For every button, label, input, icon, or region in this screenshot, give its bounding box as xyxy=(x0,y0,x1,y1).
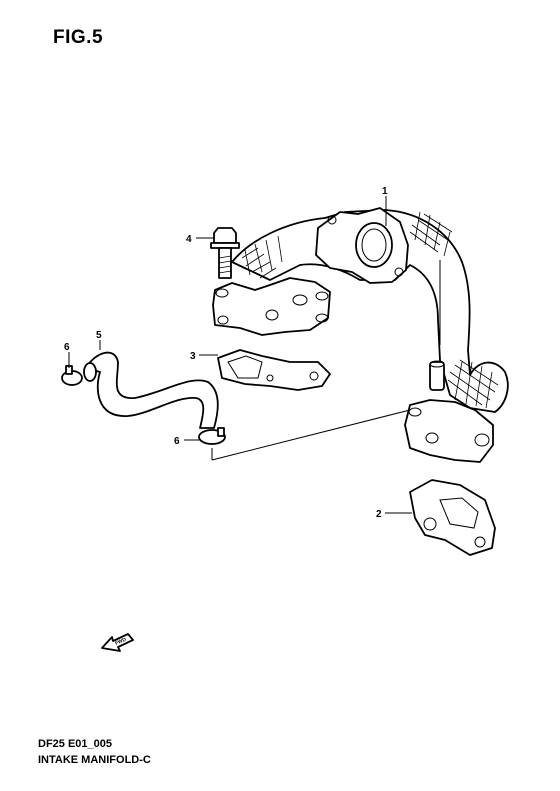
diagram-name: INTAKE MANIFOLD-C xyxy=(38,754,151,766)
manifold-gasket-lower[interactable] xyxy=(409,479,496,556)
callout-3: 3 xyxy=(190,351,196,362)
diagram-code: DF25 E01_005 xyxy=(38,738,112,750)
callout-6-lower: 6 xyxy=(174,436,180,447)
figure-title: FIG.5 xyxy=(53,27,104,48)
fwd-label: FWD xyxy=(114,637,127,647)
callout-1: 1 xyxy=(382,186,388,197)
callout-2: 2 xyxy=(376,509,382,520)
callout-5: 5 xyxy=(96,330,102,341)
water-hose[interactable] xyxy=(83,351,219,429)
flange-bolt[interactable] xyxy=(210,227,240,279)
fwd-arrow-icon: FWD xyxy=(101,633,134,652)
callout-6-upper: 6 xyxy=(64,342,70,353)
manifold-gasket-upper[interactable] xyxy=(217,349,331,391)
hose-clamp-lower[interactable] xyxy=(198,427,226,445)
hose-clamp-upper[interactable] xyxy=(61,365,83,386)
intake-manifold[interactable] xyxy=(212,207,509,463)
callout-4: 4 xyxy=(186,234,192,245)
